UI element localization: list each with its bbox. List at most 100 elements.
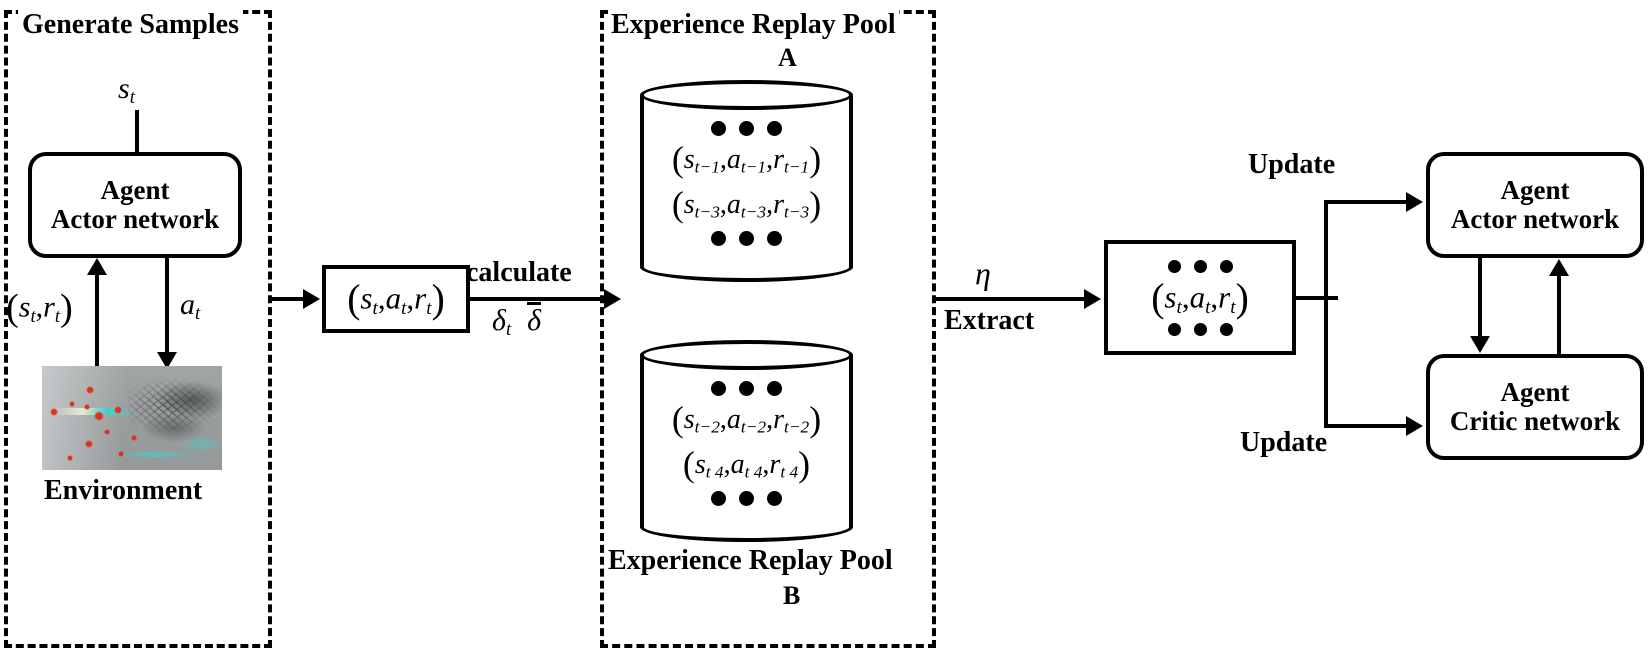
edge-minibatch-stub [1296,296,1338,300]
state-subscript: t [129,87,135,109]
dot [1219,322,1233,336]
tuple-lparen: ( [347,277,361,321]
node-agent-critic-right-line1: Agent [1500,376,1570,407]
dot [767,380,782,396]
pool-a-cylinder-top [640,80,853,110]
a2-s: s [683,188,695,220]
group-replay-pool-a-sublabel: A [778,43,797,72]
node-agent-actor-right-line1: Agent [1500,174,1570,205]
dot [739,490,754,506]
sr-r: r [43,290,55,324]
dot [711,490,726,506]
a1-c2: , [766,143,774,175]
action-subscript: t [195,303,201,325]
environment-label: Environment [44,475,203,506]
node-agent-critic-right-line2: Critic network [1449,406,1621,436]
edge-label-update-critic: Update [1240,427,1328,458]
minibatch-expression: (st,at,rt) [1151,275,1249,321]
edge-samples-to-tuple-line [272,297,306,301]
edge-update-critic-line [1324,424,1410,428]
a2-r: r [773,188,785,220]
a2-c1: , [719,188,727,220]
edge-label-state-reward: (st,rt) [6,286,73,330]
node-agent-critic-right[interactable]: Agent Critic network [1426,354,1644,460]
node-agent-actor-left-line2: Actor network [50,204,220,234]
b2-c2: , [762,448,770,480]
edge-label-calculate: calculate [466,257,572,288]
b2-r-sub: t 4 [780,462,799,482]
edge-label-eta: η [975,255,991,292]
b2-lparen: ( [682,443,695,484]
pool-a-dots-top [711,120,782,136]
eta-symbol: η [975,255,991,291]
pool-a-dots-bottom [711,230,782,246]
dot [1193,322,1207,336]
sr-s: s [18,290,31,324]
dot [767,120,782,136]
tuple-rparen: ) [431,277,445,321]
pool-a-row-1: (st−1,at−1,rt−1) [672,138,821,180]
delta-subscript: t [505,319,512,341]
b1-r: r [773,403,785,435]
dot [1219,259,1233,273]
edge-action-arrowhead [157,352,177,369]
node-agent-actor-left[interactable]: Agent Actor network [28,152,242,258]
group-replay-pool-a-label: Experience Replay Pool [608,10,899,39]
node-sample-tuple-box[interactable]: (st,at,rt) [322,265,470,333]
a1-c1: , [719,143,727,175]
a1-s-sub: t−1 [694,157,720,177]
dot [739,380,754,396]
mb-a: a [1189,278,1206,314]
dot [739,230,754,246]
tuple-a: a [385,280,402,316]
node-agent-actor-right[interactable]: Agent Actor network [1426,152,1644,258]
node-minibatch-box[interactable]: (st,at,rt) [1104,240,1296,355]
mb-s: s [1164,278,1177,314]
edge-actor-to-critic-line [1478,258,1482,336]
mb-s-sub: t [1176,296,1182,318]
a2-r-sub: t−3 [784,202,810,222]
a2-lparen: ( [671,183,684,224]
edge-state-reward-line [95,275,99,370]
node-replay-pool-a-cylinder[interactable]: (st−1,at−1,rt−1) (st−3,at−3,rt−3) [640,80,853,282]
dot [1167,259,1181,273]
tuple-a-sub: t [401,297,407,319]
pool-b-dots-top [711,380,782,396]
dot [1167,322,1181,336]
edge-action-line [165,258,169,353]
edge-extract-arrowhead [1084,289,1101,309]
mb-lparen: ( [1151,275,1165,320]
a1-lparen: ( [671,138,684,179]
edge-critic-to-actor-line [1557,276,1561,354]
b1-c1: , [719,403,727,435]
group-replay-pool-b-label: Experience Replay Pool [608,545,893,576]
mb-r-sub: t [1230,296,1236,318]
a1-rparen: ) [809,138,822,179]
edge-calculate-line [470,297,610,301]
a2-a-sub: t−3 [740,202,767,222]
sr-comma: , [35,290,44,324]
pool-a-row-2: (st−3,at−3,rt−3) [672,183,821,225]
minibatch-dots-top [1167,259,1233,273]
a1-s: s [683,143,695,175]
sr-r-sub: t [54,305,61,327]
a2-c2: , [766,188,774,220]
edge-update-actor-line [1324,200,1410,204]
mb-a-sub: t [1205,296,1211,318]
b2-a: a [730,448,745,480]
delta-bar-symbol: δ [527,302,542,337]
mb-r: r [1218,278,1231,314]
edge-label-update-actor: Update [1248,149,1336,180]
edge-label-state-in: st [118,72,135,109]
b1-r-sub: t−2 [784,417,810,437]
edge-update-critic-arrowhead [1406,416,1423,436]
mb-rparen: ) [1235,275,1249,320]
edge-label-extract: Extract [944,305,1035,336]
b2-s: s [694,448,706,480]
node-replay-pool-b-cylinder[interactable]: (st−2,at−2,rt−2) (st 4,at 4,rt 4) [640,340,853,542]
b2-r: r [769,448,781,480]
edge-samples-to-tuple-arrowhead [303,289,320,309]
b1-a: a [726,403,741,435]
